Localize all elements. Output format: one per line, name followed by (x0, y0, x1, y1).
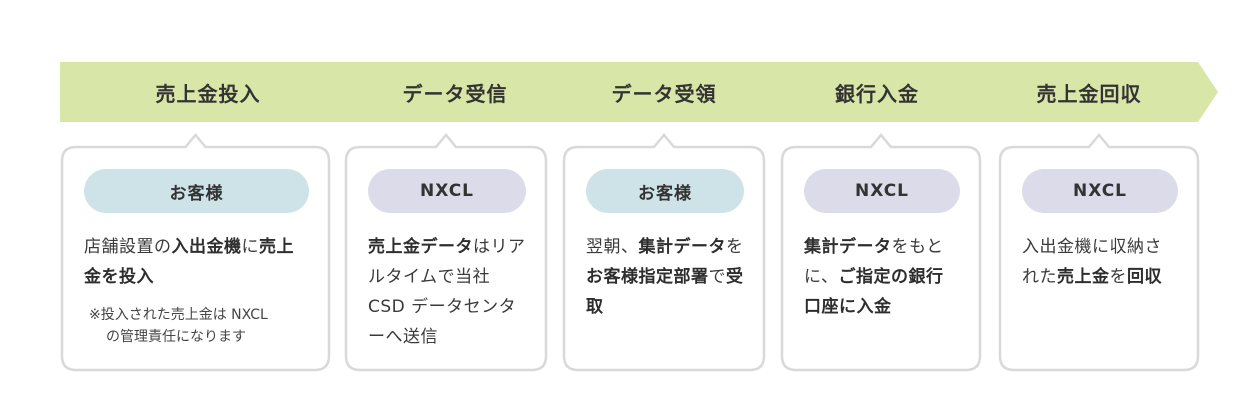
step-note: ※投入された売上金は NXCL の管理責任になります (89, 304, 309, 348)
actor-badge: NXCL (804, 169, 960, 213)
step-title-2: データ受信 (402, 81, 508, 106)
description-emphasis: ご指定の銀行口座に入金 (804, 267, 944, 317)
description-text: で (708, 267, 726, 287)
step-card-2: NXCL 売上金データはリアルタイムで当社 CSD データセンターへ送信 (346, 147, 546, 352)
step-description: 集計データをもとに、ご指定の銀行口座に入金 (804, 232, 960, 322)
description-text: を (1109, 267, 1127, 287)
flow-arrow-1 (60, 62, 368, 122)
step-description: 店舗設置の入出金機に売上金を投入 (84, 232, 309, 292)
description-emphasis: 集計データ (804, 237, 892, 257)
step-title-3: データ受領 (611, 81, 717, 106)
description-emphasis: 回収 (1127, 267, 1162, 287)
description-text: 翌朝、 (586, 237, 639, 257)
step-title-5: 売上金回収 (1036, 81, 1142, 106)
description-emphasis: 入出金機 (171, 237, 242, 257)
description-emphasis: 売上金を投入 (84, 237, 294, 287)
step-description: 売上金データはリアルタイムで当社 CSD データセンターへ送信 (368, 232, 526, 352)
description-text: はリアルタイムで当社 CSD データセンターへ送信 (368, 237, 526, 347)
step-description: 翌朝、集計データをお客様指定部署で受取 (586, 232, 744, 322)
step-card-1: お客様店舗設置の入出金機に売上金を投入 ※投入された売上金は NXCL の管理責任に… (62, 147, 329, 348)
description-text: をもとに、 (804, 237, 944, 287)
description-emphasis: 受取 (586, 267, 744, 317)
step-title-1: 売上金投入 (155, 81, 261, 106)
actor-badge: NXCL (1022, 169, 1178, 213)
note-line: の管理責任になります (106, 329, 246, 345)
description-text: を (726, 237, 744, 257)
flow-arrow-4 (768, 62, 1005, 122)
description-emphasis: 集計データ (638, 237, 726, 257)
flow-arrow-3 (555, 62, 793, 122)
flow-arrow-2 (343, 62, 580, 122)
step-title-4: 銀行入金 (835, 81, 919, 106)
actor-badge: お客様 (84, 169, 309, 213)
description-emphasis: 売上金データ (368, 237, 473, 257)
step-description: 入出金機に収納された売上金を回収 (1022, 232, 1178, 292)
description-emphasis: 売上金 (1057, 267, 1110, 287)
actor-badge: NXCL (368, 169, 526, 213)
step-card-4: NXCL 集計データをもとに、ご指定の銀行口座に入金 (782, 147, 980, 322)
actor-badge: お客様 (586, 169, 744, 213)
flow-arrow-5 (980, 62, 1218, 122)
description-text: 入出金機に収納された (1022, 237, 1162, 287)
step-card-5: NXCL 入出金機に収納された売上金を回収 (1000, 147, 1198, 292)
description-emphasis: お客様指定部署 (586, 267, 709, 287)
description-text: に (241, 237, 259, 257)
description-text: 店舗設置の (84, 237, 172, 257)
step-card-3: お客様翌朝、集計データをお客様指定部署で受取 (564, 147, 764, 322)
note-line: ※投入された売上金は NXCL (89, 307, 268, 323)
